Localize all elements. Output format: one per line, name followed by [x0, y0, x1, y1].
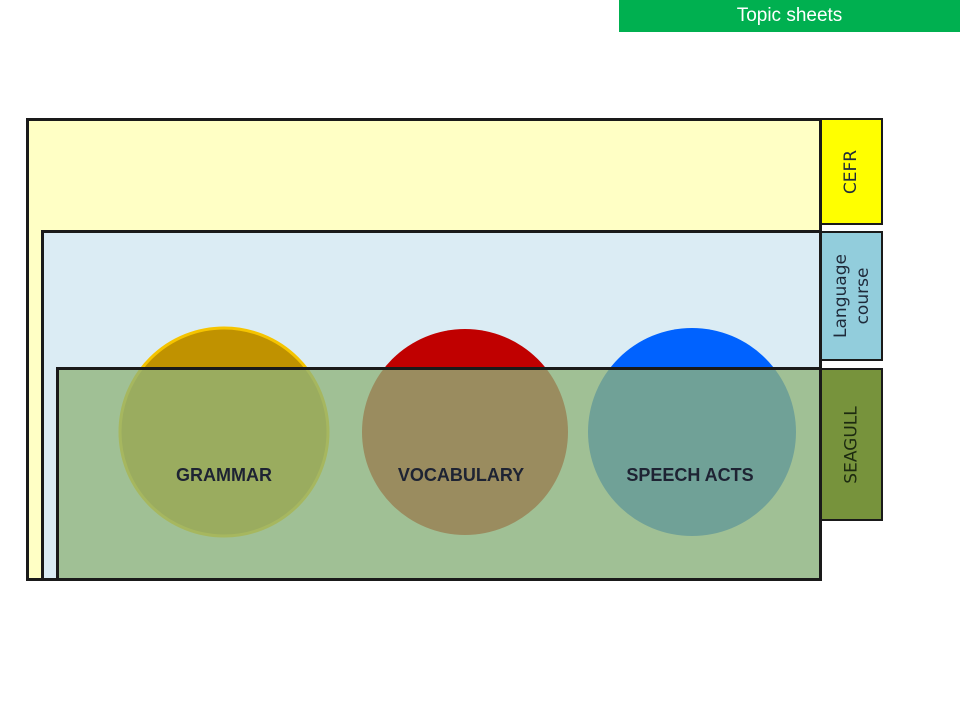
- cefr-tab[interactable]: CEFR: [820, 118, 883, 225]
- cefr-tab-label: CEFR: [841, 149, 862, 194]
- topic-sheets-button[interactable]: Topic sheets: [619, 0, 960, 32]
- seagull-tab[interactable]: SEAGULL: [820, 368, 883, 521]
- language-course-tab[interactable]: Language course: [820, 231, 883, 361]
- topic-sheets-label: Topic sheets: [736, 5, 843, 26]
- seagull-tab-label: SEAGULL: [841, 405, 862, 484]
- language-course-tab-label: Language course: [830, 254, 873, 338]
- language-course-layer: [41, 230, 822, 581]
